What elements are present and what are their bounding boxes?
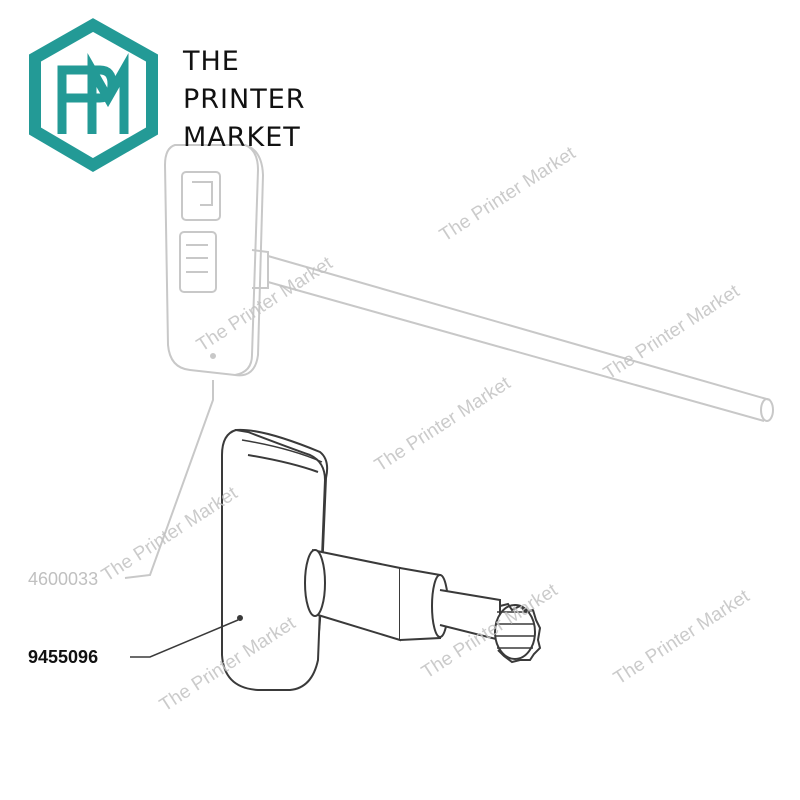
brand-name-line-3: MARKET (183, 122, 301, 153)
ghost-handle-assembly (124, 144, 774, 579)
brand-name-line-1: THE (183, 46, 240, 77)
main-handle-assembly (130, 428, 542, 691)
ghost-part-number: 4600033 (28, 569, 99, 589)
main-part-number: 9455096 (28, 647, 99, 667)
brand-name-line-2: PRINTER (183, 84, 306, 115)
logo-mark (29, 18, 158, 172)
